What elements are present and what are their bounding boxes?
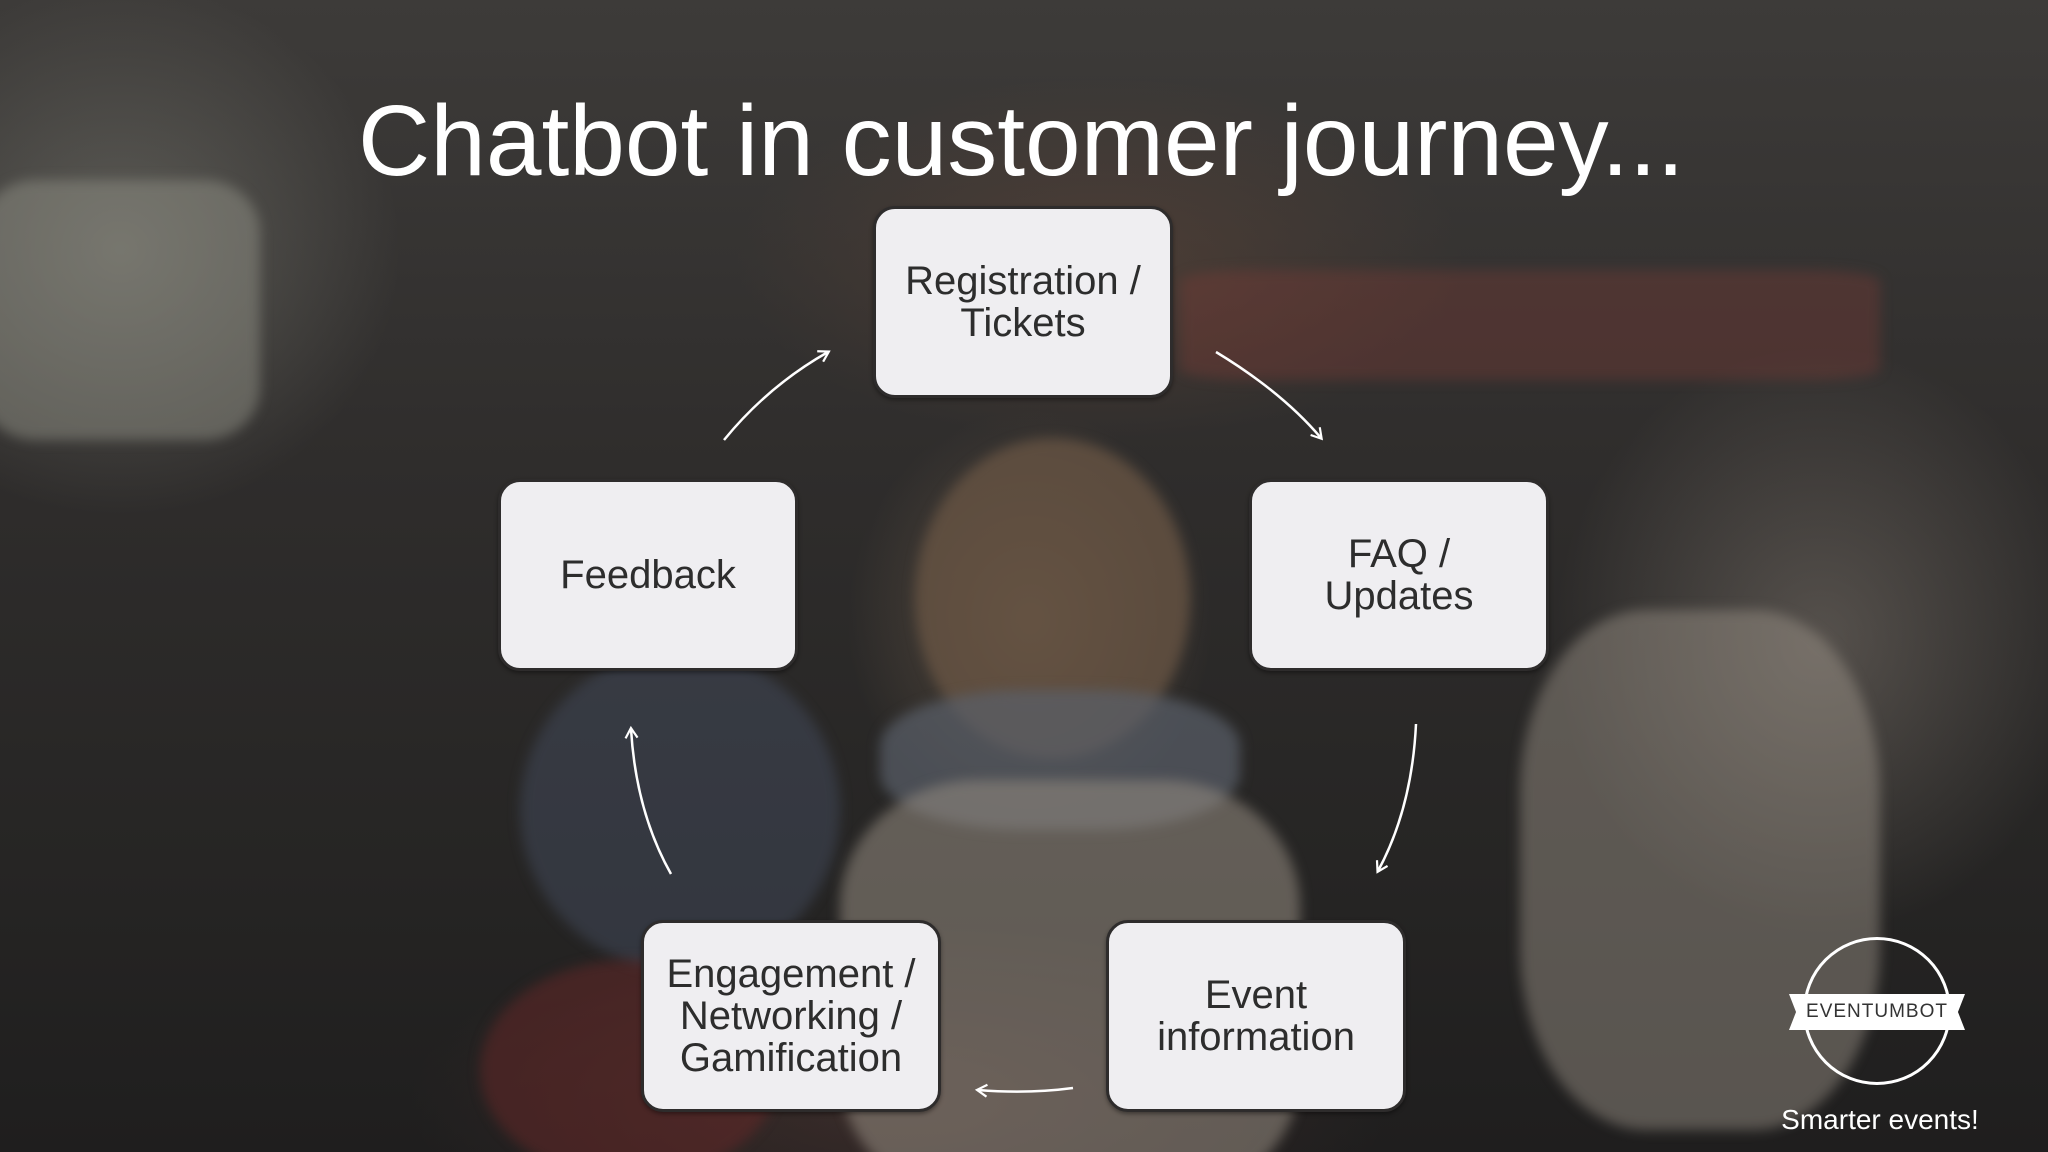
node-event-information: Event information — [1106, 920, 1406, 1112]
node-engagement-networking-gamification: Engagement / Networking / Gamification — [641, 920, 941, 1112]
node-faq-updates: FAQ / Updates — [1249, 479, 1549, 671]
slide-title: Chatbot in customer journey... — [358, 85, 1685, 197]
brand-tagline: Smarter events! — [1781, 1104, 1979, 1135]
node-registration-tickets: Registration / Tickets — [873, 206, 1173, 398]
eventumbot-logo: EVENTUMBOT — [1789, 994, 1965, 1030]
node-feedback: Feedback — [498, 479, 798, 671]
background-rider-left — [520, 650, 840, 970]
background-awning-left — [0, 180, 260, 440]
arrow-feedback-to-registration — [723, 350, 831, 441]
logo-text: EVENTUMBOT — [1806, 1001, 1948, 1022]
background-sign-right — [1180, 270, 1880, 380]
arrow-faq-to-event — [1375, 723, 1418, 874]
